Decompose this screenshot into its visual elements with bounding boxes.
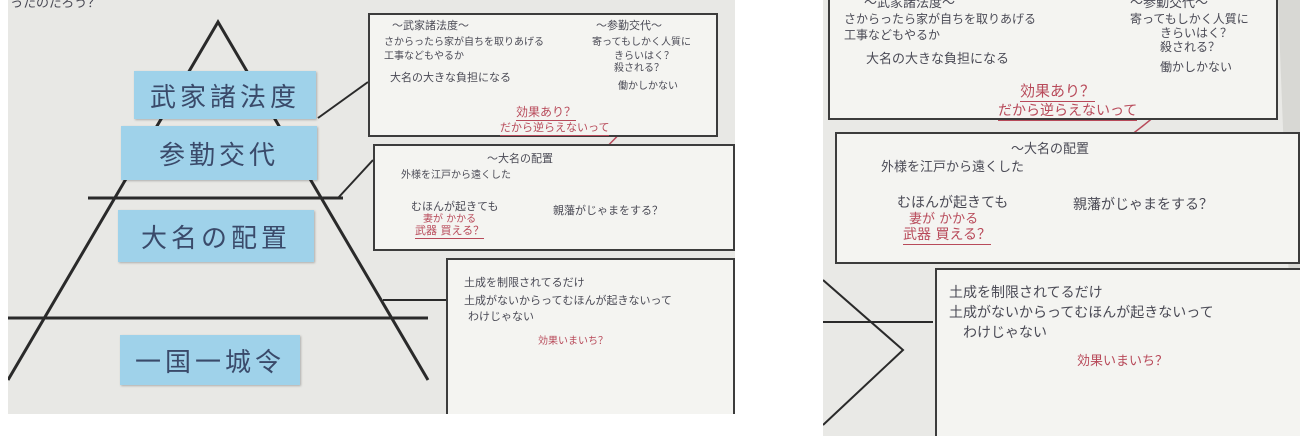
box1-head-left: 〜武家諸法度〜 bbox=[864, 0, 956, 11]
note-box-ikkoku-ichijo: 土成を制限されてるだけ 土成がないからってむほんが起きないって わけじゃない 効… bbox=[446, 258, 735, 414]
box2-line: 妻が かかる bbox=[909, 212, 979, 227]
box3-red: 効果いまいち？ bbox=[1077, 354, 1169, 369]
box2-line: 武器 買える？ bbox=[415, 224, 485, 239]
box3-red: 効果いまいち？ bbox=[538, 336, 608, 347]
right-photo: 〜武家諸法度〜 〜参勤交代〜 さからったら家が自ちを取りあげる 工事などもやるか… bbox=[823, 0, 1300, 436]
box2-line: むほんが起きても bbox=[897, 195, 1009, 211]
box2-line: 外様を江戸から遠くした bbox=[401, 170, 511, 181]
box2-right-red: 親藩がじゃまをする？ bbox=[553, 204, 663, 217]
note-box-ikkoku-ichijo-closeup: 土成を制限されてるだけ 土成がないからってむほんが起きないって わけじゃない 効… bbox=[935, 268, 1300, 436]
note-daimyo-haichi: 大名の配置 bbox=[118, 210, 314, 262]
box1-left-line: さからったら家が自ちを取りあげる bbox=[844, 12, 1037, 26]
box2-title: 〜大名の配置 bbox=[1011, 142, 1090, 157]
note-box-daimyo-haichi-closeup: 〜大名の配置 外様を江戸から遠くした むほんが起きても 妻が かかる 武器 買え… bbox=[835, 132, 1300, 264]
note-box-buke-sankin: 〜武家諸法度〜 〜参勤交代〜 さからったら家が自ちを取りあげる 工事などもやるか… bbox=[368, 13, 718, 137]
box3-line: 土成を制限されてるだけ bbox=[949, 285, 1103, 301]
box1-center-red2: だから逆らえないって bbox=[500, 121, 610, 136]
box1-center-red: 効果あり？ bbox=[1020, 82, 1096, 102]
box2-title: 〜大名の配置 bbox=[487, 152, 553, 165]
box3-line: 土成がないからってむほんが起きないって bbox=[464, 294, 672, 307]
box2-right-red: 親藩がじゃまをする？ bbox=[1073, 197, 1213, 213]
box1-left-line: 大名の大きな負担になる bbox=[866, 52, 1010, 67]
box3-line: 土成を制限されてるだけ bbox=[464, 276, 585, 289]
note-box-buke-sankin-closeup: 〜武家諸法度〜 〜参勤交代〜 さからったら家が自ちを取りあげる 工事などもやるか… bbox=[828, 0, 1278, 121]
box1-head-right: 〜参勤交代〜 bbox=[1130, 0, 1209, 11]
box1-right-line: 働かしかない bbox=[1160, 60, 1233, 74]
box1-center-red2: だから逆らえないって bbox=[998, 100, 1138, 121]
box1-left-line: 大名の大きな負担になる bbox=[390, 71, 511, 84]
note-buke-shohatto: 武家諸法度 bbox=[134, 71, 316, 119]
box1-right-line: きらいはく？ bbox=[1160, 26, 1233, 40]
box1-right-line: 殺される？ bbox=[1160, 40, 1221, 54]
box3-line: わけじゃない bbox=[963, 325, 1047, 341]
box1-right-line: 寄ってもしかく人質に bbox=[592, 37, 691, 48]
note-ikkoku-ichijo: 一国一城令 bbox=[120, 335, 300, 385]
note-sankin-kotai: 参勤交代 bbox=[121, 126, 317, 180]
box3-line: わけじゃない bbox=[468, 310, 534, 323]
left-photo: ったのだろう？ 武家諸法度 参勤交代 大名の配置 一国一城令 〜武家諸法度〜 〜… bbox=[8, 0, 735, 414]
box1-center-red: 効果あり？ bbox=[516, 105, 577, 121]
box1-left-line: さからったら家が自ちを取りあげる bbox=[384, 37, 544, 48]
top-fragment: ったのだろう？ bbox=[10, 0, 101, 11]
box1-left-line: 工事などもやるか bbox=[844, 28, 941, 42]
box1-right-line: 働かしかない bbox=[618, 81, 678, 92]
box1-right-line: 寄ってもしかく人質に bbox=[1130, 12, 1249, 26]
box2-line: 外様を江戸から遠くした bbox=[881, 160, 1025, 175]
box1-left-line: 工事などもやるか bbox=[384, 51, 464, 62]
box1-head-right: 〜参勤交代〜 bbox=[596, 19, 662, 32]
box2-line: 妻が かかる bbox=[423, 214, 477, 225]
box1-right-line: きらいはく？ bbox=[614, 51, 674, 62]
note-box-daimyo-haichi: 〜大名の配置 外様を江戸から遠くした むほんが起きても 妻が かかる 武器 買え… bbox=[373, 144, 735, 251]
box3-line: 土成がないからってむほんが起きないって bbox=[949, 305, 1214, 321]
box2-line: むほんが起きても bbox=[411, 200, 499, 213]
box1-right-line: 殺される？ bbox=[614, 63, 664, 74]
box1-head-left: 〜武家諸法度〜 bbox=[392, 19, 469, 32]
box2-line: 武器 買える？ bbox=[903, 224, 992, 245]
